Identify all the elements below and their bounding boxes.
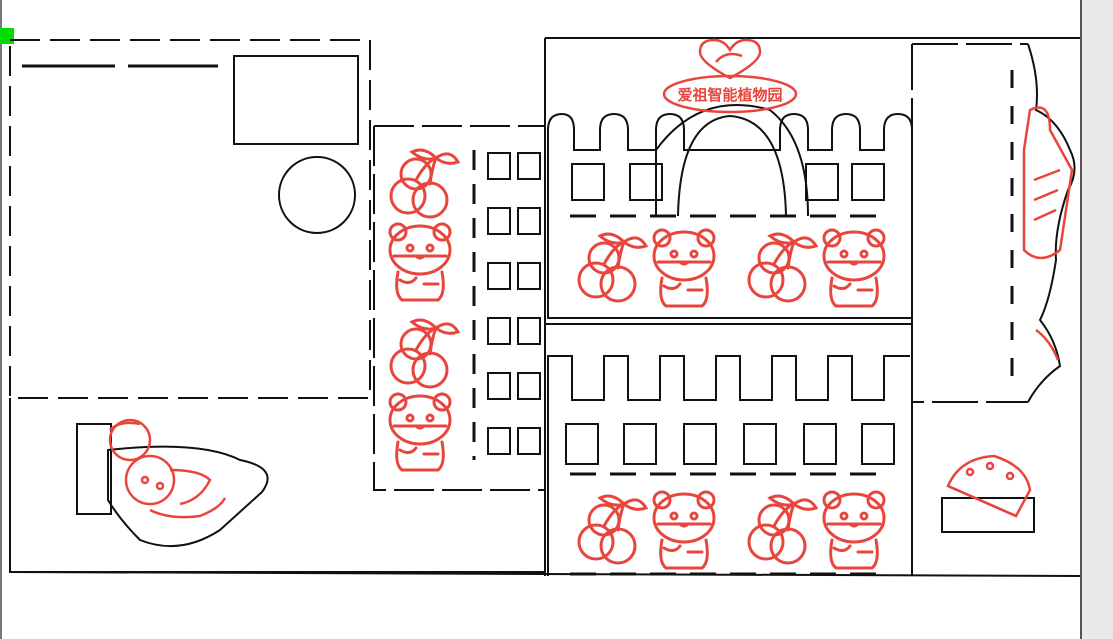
- bear-icon: [652, 490, 716, 570]
- cake-icon: [946, 454, 1032, 518]
- vertical-scrollbar[interactable]: [1080, 0, 1113, 639]
- panel-cake-base: [941, 497, 1035, 533]
- canvas-left-edge: [0, 0, 2, 639]
- cherry-icon: [577, 494, 648, 565]
- cherry-icon: [389, 148, 460, 219]
- bear-icon: [652, 228, 716, 308]
- panel-right: [911, 43, 1076, 403]
- cherry-icon: [747, 494, 818, 565]
- sign-board: 爱祖智能植物园: [662, 38, 798, 114]
- bear-icon: [822, 228, 886, 308]
- heart-icon: [715, 52, 743, 63]
- bear-icon: [388, 392, 452, 472]
- sign-text: 爱祖智能植物园: [677, 86, 782, 104]
- cherry-icon: [747, 232, 818, 303]
- cherry-icon: [389, 318, 460, 389]
- panel-fence-bottom: [545, 323, 913, 576]
- panel-narrow: [373, 125, 545, 491]
- panel-fence-top: [544, 37, 1080, 576]
- boat-icon: [1022, 106, 1074, 361]
- bear-icon: [822, 490, 886, 570]
- cherry-icon: [577, 232, 648, 303]
- panel-top-left: [9, 39, 371, 399]
- bear-icon: [388, 222, 452, 302]
- girl-icon: [108, 418, 227, 519]
